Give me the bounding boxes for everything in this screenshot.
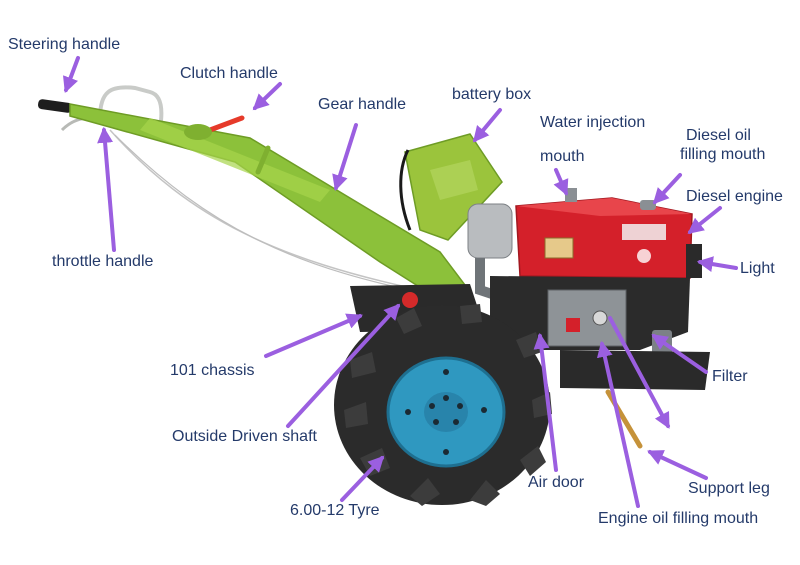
engine-top-face <box>516 198 692 216</box>
label-gear-handle: Gear handle <box>318 96 407 113</box>
label-air-door: Air door <box>528 474 585 491</box>
chassis-red-knob <box>402 292 418 308</box>
label-tyre: 6.00-12 Tyre <box>290 502 380 519</box>
fuel-cap <box>640 200 656 210</box>
walking-tractor <box>37 85 710 506</box>
hub-bolts <box>405 369 487 455</box>
arrow-chassis <box>264 313 363 358</box>
label-battery-box: battery box <box>452 86 532 103</box>
label-engine-oil-mouth: Engine oil filling mouth <box>598 510 759 527</box>
label-driven-shaft: Outside Driven shaft <box>172 428 317 445</box>
label-diesel-oil-line1: Diesel oil <box>686 127 751 144</box>
engine-badge <box>637 249 651 263</box>
arrow-steering-handle <box>63 56 80 93</box>
engine-nameplate <box>544 237 574 259</box>
label-diesel-oil-line2: filling mouth <box>680 146 766 163</box>
label-support-leg: Support leg <box>688 480 770 497</box>
arrow-clutch-handle <box>252 82 282 111</box>
gearbox-cover <box>547 289 627 347</box>
battery-cable <box>399 149 412 231</box>
label-diesel-engine: Diesel engine <box>686 188 783 205</box>
arrow-gear-handle <box>332 123 358 192</box>
label-chassis: 101 chassis <box>170 362 255 379</box>
handlebar-loop <box>98 85 164 129</box>
beam-highlight <box>140 118 330 202</box>
arrow-engine-oil-mouth <box>596 340 640 508</box>
engine-oil-cap <box>566 318 580 332</box>
arrow-support-leg <box>647 450 708 480</box>
arrow-light <box>696 256 738 272</box>
arrow-diesel-oil <box>652 173 682 205</box>
engine-label-strip <box>622 224 666 240</box>
label-filter: Filter <box>712 368 748 385</box>
air-filter-cylinder <box>467 203 513 259</box>
arrow-throttle-handle <box>97 126 116 252</box>
skid-base <box>560 350 710 390</box>
label-steering-handle: Steering handle <box>8 36 121 53</box>
clutch-housing <box>184 124 212 140</box>
label-throttle-handle: throttle handle <box>52 253 154 270</box>
label-light: Light <box>740 260 775 277</box>
arrow-battery-box <box>472 108 502 143</box>
label-water-injection-line2: mouth <box>540 148 585 165</box>
battery-box-panel <box>430 160 478 200</box>
arrow-filter <box>651 334 708 374</box>
handle-grip <box>37 99 73 113</box>
label-water-injection-line1: Water injection <box>540 114 646 131</box>
arrow-driven-shaft <box>286 303 401 428</box>
arrow-tyre <box>340 455 385 502</box>
cable <box>114 134 441 297</box>
arrow-water-injection <box>553 168 569 196</box>
clutch-lever <box>207 115 245 133</box>
arrow-diesel-engine <box>687 206 722 234</box>
label-clutch-handle: Clutch handle <box>180 65 278 82</box>
gearbox-dial <box>592 310 608 326</box>
gear-lever <box>255 145 271 175</box>
arrow-air-door <box>533 332 558 472</box>
pointer-arrows <box>63 56 738 508</box>
arrow-engine-oil-mouth-2 <box>608 316 670 429</box>
